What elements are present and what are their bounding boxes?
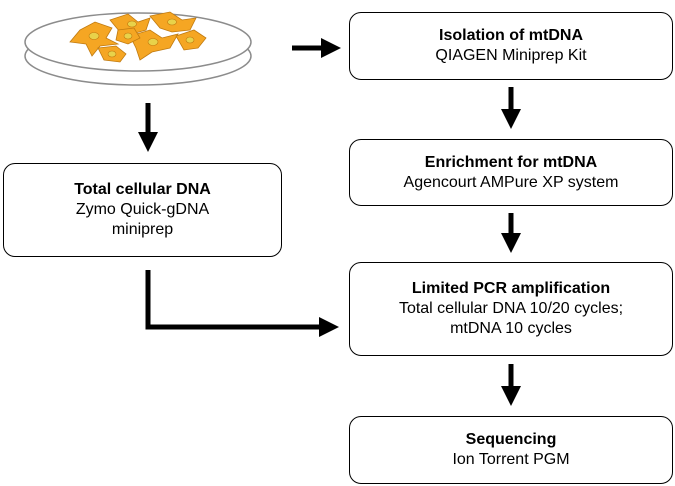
step-enrichment-box: Enrichment for mtDNA Agencourt AMPure XP… [349, 139, 673, 206]
petri-dish-with-cells-icon [24, 11, 252, 86]
arrow-total-to-pcr [145, 270, 339, 337]
step-pcr-detail-line1: Total cellular DNA 10/20 cycles; [398, 300, 624, 317]
step-total-dna-detail-line1: Zymo Quick-gDNA [75, 201, 210, 218]
step-sequencing-box: Sequencing Ion Torrent PGM [349, 416, 673, 484]
step-isolation-detail: QIAGEN Miniprep Kit [435, 47, 587, 64]
step-pcr-box: Limited PCR amplification Total cellular… [349, 262, 673, 356]
step-pcr-title: Limited PCR amplification [411, 280, 611, 297]
step-enrichment-title: Enrichment for mtDNA [424, 153, 598, 171]
step-sequencing-detail: Ion Torrent PGM [452, 451, 570, 468]
step-enrichment-detail: Agencourt AMPure XP system [403, 173, 619, 191]
step-total-dna-detail-line2: miniprep [111, 221, 174, 238]
step-total-dna-title: Total cellular DNA [74, 181, 211, 198]
step-total-dna-box: Total cellular DNA Zymo Quick-gDNA minip… [3, 163, 282, 257]
step-isolation-box: Isolation of mtDNA QIAGEN Miniprep Kit [349, 12, 673, 80]
step-pcr-detail-line2: mtDNA 10 cycles [450, 320, 572, 337]
step-isolation-title: Isolation of mtDNA [439, 27, 583, 44]
step-sequencing-title: Sequencing [465, 431, 557, 448]
